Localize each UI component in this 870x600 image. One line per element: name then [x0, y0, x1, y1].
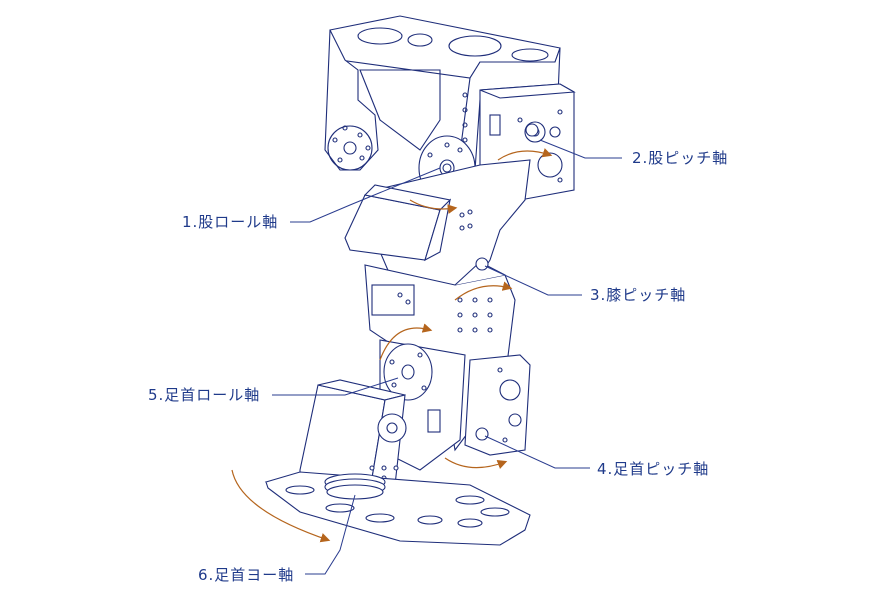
leader-hip-pitch: [539, 139, 622, 159]
leader-ankle-roll: [272, 377, 399, 396]
ankle-pitch-arrow: [444, 457, 508, 470]
knee-pin: [475, 257, 489, 271]
label-ankle-yaw: 6.足首ヨー軸: [198, 566, 295, 584]
ankle-roll-arrow: [379, 323, 433, 361]
hip-roll-arrow: [409, 199, 458, 214]
ankle-pitch-servo: [464, 354, 531, 456]
leader-ankle-yaw: [305, 494, 356, 575]
foot-plate: [264, 471, 531, 546]
ankle-yaw-arrow: [231, 469, 331, 543]
hip-roll-pin: [442, 163, 452, 173]
label-ankle-roll: 5.足首ロール軸: [148, 386, 261, 404]
hip-roll-servo: [344, 184, 452, 262]
rotation-arrows: [231, 148, 553, 543]
label-ankle-pitch: 4.足首ピッチ軸: [597, 460, 710, 478]
joint-pins: [442, 123, 539, 441]
leader-lines: [272, 139, 622, 575]
ankle-pitch-pin: [475, 427, 489, 441]
hip-pitch-pin: [525, 123, 539, 137]
leader-knee: [484, 265, 582, 296]
leader-ankle-pitch: [484, 435, 590, 469]
leader-hip-roll: [290, 167, 441, 223]
hip-pitch-arrow: [497, 148, 553, 161]
knee-pitch-arrow: [454, 281, 513, 301]
label-hip-roll: 1.股ロール軸: [182, 213, 279, 231]
label-hip-pitch: 2.股ピッチ軸: [632, 149, 729, 167]
label-knee-pitch: 3.膝ピッチ軸: [590, 286, 687, 304]
